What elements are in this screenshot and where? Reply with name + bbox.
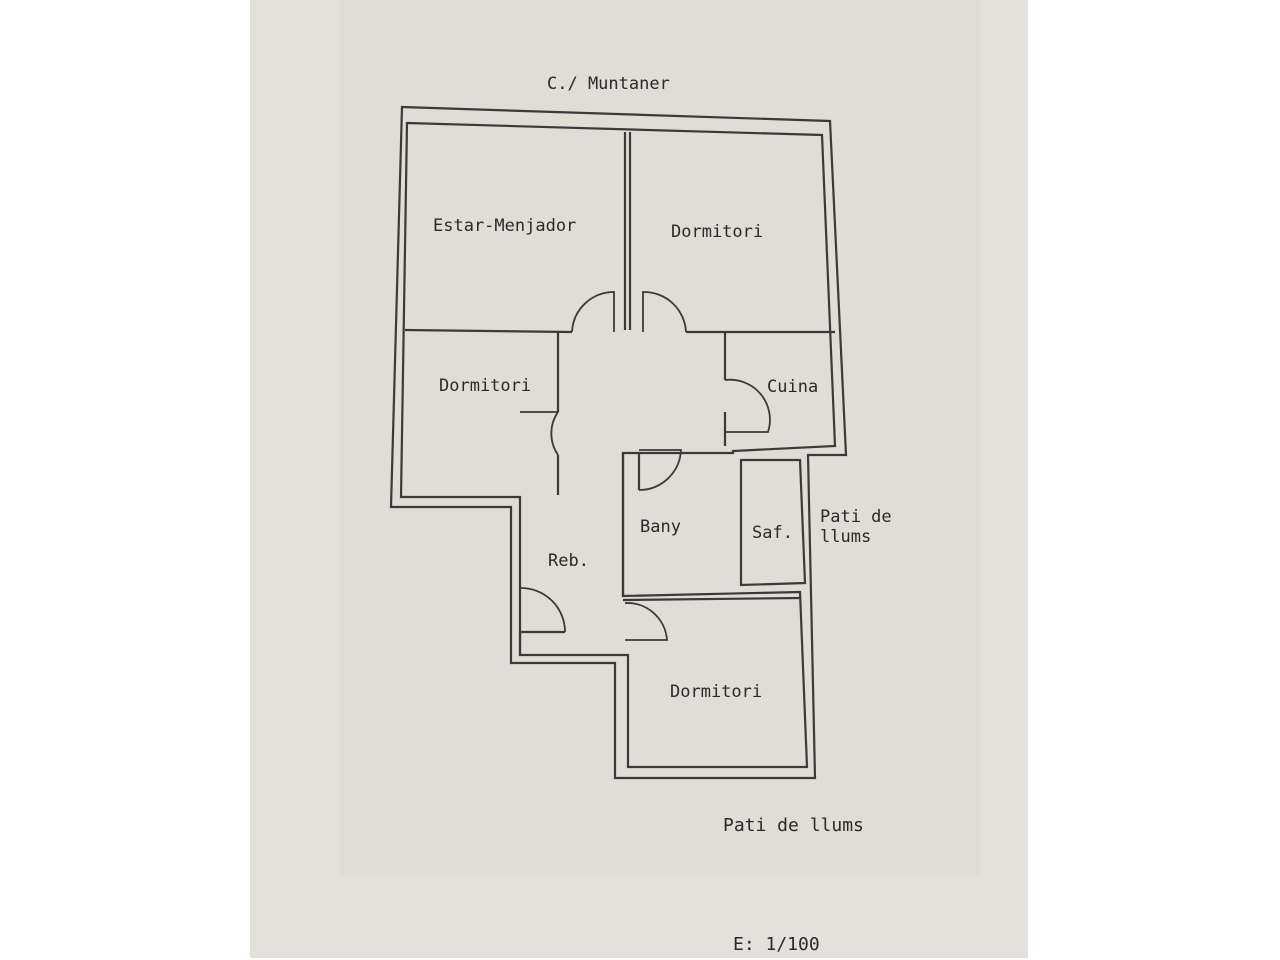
wall-row1 <box>404 328 573 334</box>
pati-side-line2: llums <box>820 527 871 547</box>
outer-wall-outer <box>389 105 848 780</box>
door-dorm-bottom <box>624 602 668 641</box>
door-dorm-left <box>520 411 559 456</box>
door-entry <box>519 587 566 633</box>
wall-top-divider <box>623 132 632 330</box>
wall-reb <box>518 630 565 655</box>
room-label-reb: Reb. <box>548 551 589 571</box>
pati-side-line1: Pati de <box>820 507 892 527</box>
door-kitchen <box>724 378 771 433</box>
wall-dorm-bottom <box>622 596 801 602</box>
room-label-dorm1: Dormitori <box>671 222 763 242</box>
wall-bath-left <box>621 453 641 596</box>
scale-label: E: 1/100 <box>733 934 820 955</box>
outer-wall-inner <box>399 121 837 769</box>
door-bath <box>638 449 682 491</box>
room-label-cuina: Cuina <box>767 377 818 397</box>
door-estar <box>571 291 615 333</box>
door-dorm1 <box>642 291 687 333</box>
street-label: C./ Muntaner <box>547 74 670 94</box>
room-label-bany: Bany <box>640 517 681 537</box>
room-label-dorm3: Dormitori <box>670 682 762 702</box>
room-label-estar: Estar-Menjador <box>433 216 576 236</box>
room-label-dorm2: Dormitori <box>439 376 531 396</box>
wall-saf <box>739 458 807 587</box>
pati-bottom-label: Pati de llums <box>723 815 864 836</box>
room-label-saf: Saf. <box>752 523 793 543</box>
paper-shadow <box>340 0 980 875</box>
